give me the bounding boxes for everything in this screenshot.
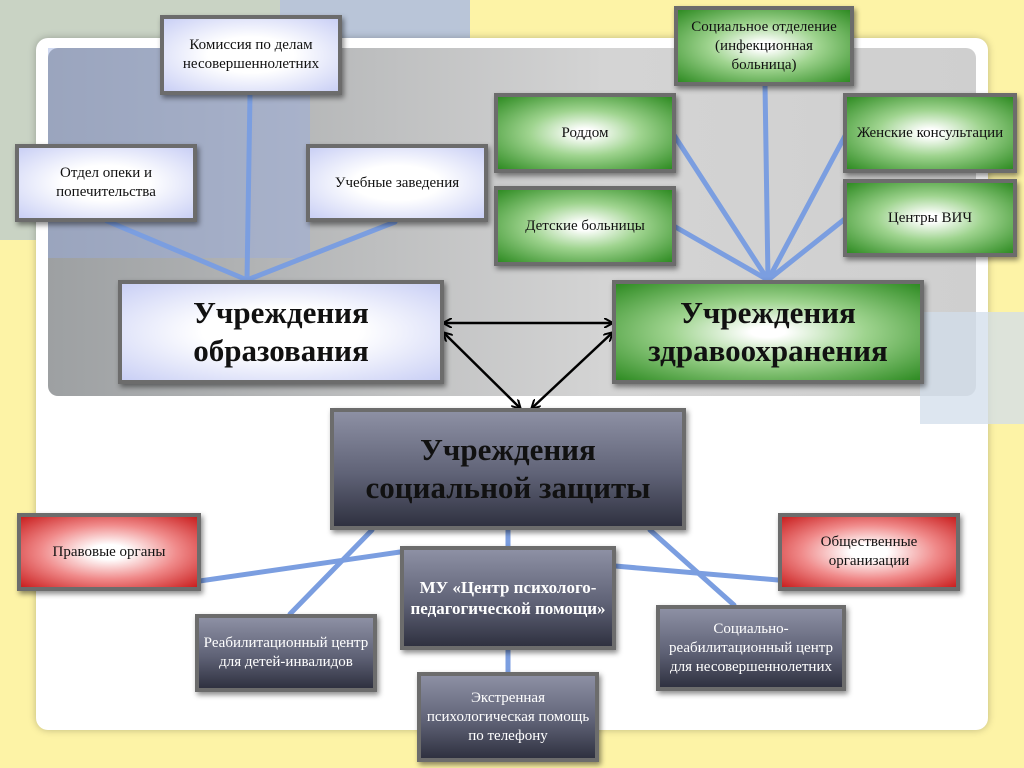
education-institutions-title: Учреждения образования: [193, 295, 369, 368]
hotline-box: Экстренная психологическая помощь по тел…: [417, 672, 599, 762]
childrens-hospitals-label: Детские больницы: [525, 217, 645, 234]
womens-clinics-box: Женские консультации: [843, 93, 1017, 173]
rehab-minors-box: Социально-реабилитационный центр для нес…: [656, 605, 846, 691]
legal-bodies-box: Правовые органы: [17, 513, 201, 591]
psych-center-label: МУ «Центр психолого-педагогической помощ…: [410, 578, 606, 618]
education-institutions-box: Учреждения образования: [118, 280, 444, 384]
psych-center-box: МУ «Центр психолого-педагогической помощ…: [400, 546, 616, 650]
rehab-minors-label: Социально-реабилитационный центр для нес…: [669, 620, 833, 675]
rehab-disabled-box: Реабилитационный центр для детей-инвалид…: [195, 614, 377, 692]
commission-minors-label: Комиссия по делам несовершеннолетних: [182, 37, 320, 72]
rehab-disabled-label: Реабилитационный центр для детей-инвалид…: [203, 635, 369, 670]
commission-minors-box: Комиссия по делам несовершеннолетних: [160, 15, 342, 95]
social-protection-box: Учреждения социальной защиты: [330, 408, 686, 530]
legal-bodies-label: Правовые органы: [52, 543, 166, 560]
health-institutions-title: Учреждения здравоохранения: [648, 295, 888, 368]
maternity-box: Роддом: [494, 93, 676, 173]
schools-box: Учебные заведения: [306, 144, 488, 222]
public-organizations-label: Общественные организации: [820, 534, 918, 569]
social-protection-title: Учреждения социальной защиты: [365, 432, 651, 505]
hiv-centers-box: Центры ВИЧ: [843, 179, 1017, 257]
womens-clinics-label: Женские консультации: [856, 124, 1004, 141]
childrens-hospitals-box: Детские больницы: [494, 186, 676, 266]
guardianship-box: Отдел опеки и попечительства: [15, 144, 197, 222]
social-department-box: Социальное отделение (инфекционная больн…: [674, 6, 854, 86]
background-square-right: [920, 312, 1024, 424]
maternity-label: Роддом: [561, 124, 609, 141]
health-institutions-box: Учреждения здравоохранения: [612, 280, 924, 384]
guardianship-label: Отдел опеки и попечительства: [56, 165, 156, 200]
hiv-centers-label: Центры ВИЧ: [887, 209, 973, 226]
public-organizations-box: Общественные организации: [778, 513, 960, 591]
social-department-label: Социальное отделение (инфекционная больн…: [691, 18, 837, 73]
schools-label: Учебные заведения: [334, 174, 460, 191]
hotline-label: Экстренная психологическая помощь по тел…: [426, 689, 590, 744]
